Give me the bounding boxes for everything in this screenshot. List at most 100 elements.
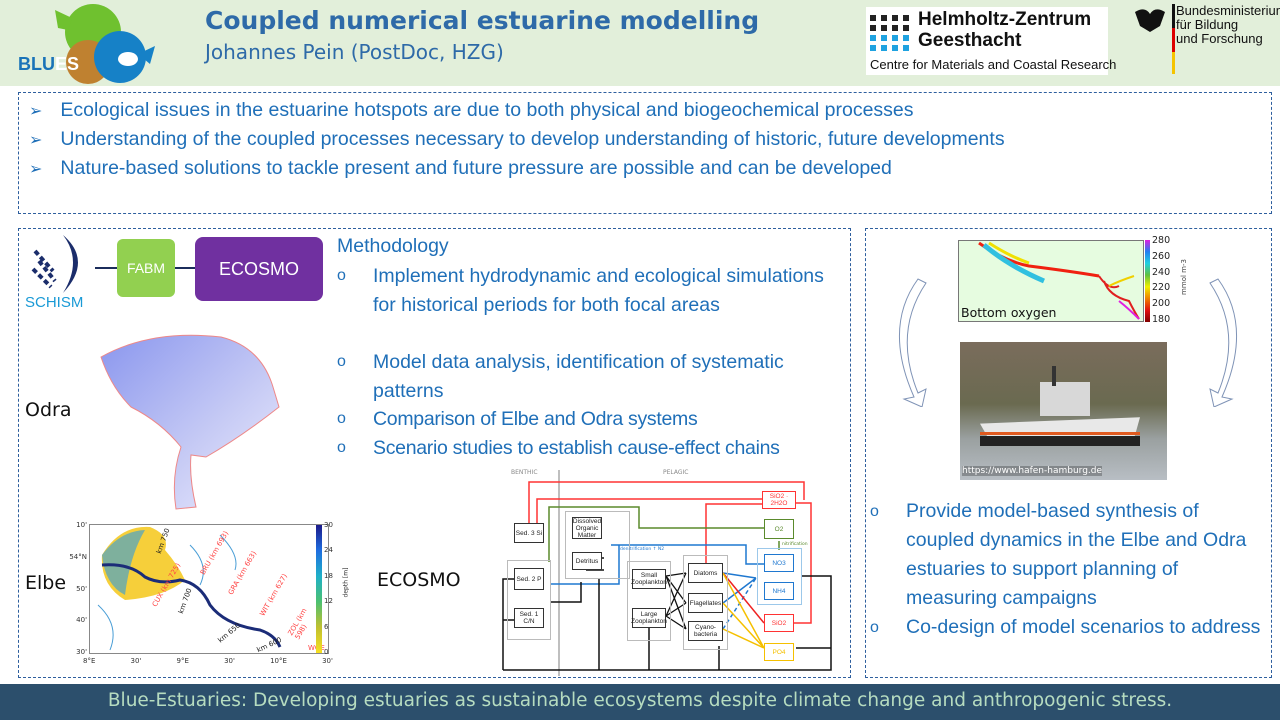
- y-tick: 50': [76, 584, 87, 593]
- y-tick: 40': [76, 616, 87, 625]
- colorbar-tick: 24: [324, 546, 333, 555]
- odra-label: Odra: [25, 399, 72, 421]
- nh4-box: NH4: [764, 582, 794, 600]
- zooplankton-group: [627, 561, 671, 641]
- colorbar-tick: 30: [324, 521, 333, 529]
- x-tick: 30': [130, 657, 142, 665]
- methodology-title: Methodology: [337, 235, 449, 257]
- bmbf-logo-text: Bundesministerium für Bildung und Forsch…: [1176, 4, 1280, 46]
- diatoms-box: Diatoms: [688, 563, 723, 583]
- page-subtitle: Johannes Pein (PostDoc, HZG): [205, 40, 504, 64]
- bottom-oxygen-label: Bottom oxygen: [961, 305, 1057, 320]
- bmbf-line1: Bundesministerium: [1176, 3, 1280, 18]
- colorbar-tick: 6: [324, 622, 329, 631]
- sed2-box: Sed. 2 P: [514, 568, 544, 590]
- colorbar-tick: 0: [324, 647, 329, 656]
- oxygen-unit-label: mmol m-3: [1179, 259, 1188, 295]
- flagellates-box: Flagellates: [688, 593, 723, 613]
- colorbar-tick: 260: [1152, 250, 1171, 262]
- methodology-text: Scenario studies to establish cause-effe…: [373, 437, 780, 459]
- sio2-2h2o-box: SiO2 · 2H2O: [762, 491, 796, 509]
- fabm-box: FABM: [117, 239, 175, 297]
- benthic-label: BENTHIC: [511, 469, 538, 476]
- nitrification-note: nitrification: [782, 542, 808, 547]
- ecosmo-box: ECOSMO: [195, 237, 323, 301]
- phytoplankton-group: [683, 555, 728, 650]
- blues-logo: BLUES: [18, 4, 155, 84]
- schism-logo: SCHISM: [25, 235, 83, 311]
- x-tick: 8°E: [83, 657, 96, 665]
- bmbf-line2: für Bildung: [1176, 17, 1239, 32]
- ship-photo: https://www.hafen-hamburg.de: [960, 342, 1167, 480]
- small-zooplankton-box: Small Zooplankton: [631, 569, 667, 589]
- sio2-box: SiO2: [764, 614, 794, 632]
- x-tick: 30': [322, 657, 333, 665]
- depth-colorbar-ticks: 30 24 18 12 6 0: [324, 521, 333, 656]
- key-point: ➢Ecological issues in the estuarine hots…: [29, 99, 914, 122]
- logo-text: BLUES: [18, 54, 79, 74]
- detritus-box: Detritus: [572, 552, 602, 570]
- denitrification-note: denitrification ↑ N2: [620, 547, 665, 552]
- po4-box: PO4: [764, 643, 794, 661]
- federal-eagle-icon: [1135, 4, 1175, 74]
- sed3-box: Sed. 3 Si: [514, 523, 544, 543]
- colorbar-tick: 280: [1152, 235, 1171, 246]
- key-point-text: Understanding of the coupled processes n…: [60, 128, 1005, 150]
- oxygen-colorbar-ticks: 280 260 240 220 200 180: [1152, 235, 1170, 325]
- elbe-label: Elbe: [25, 572, 67, 594]
- methodology-text: Comparison of Elbe and Odra systems: [373, 408, 698, 430]
- arrow-bullet-icon: ➢: [29, 132, 43, 149]
- colorbar-tick: 240: [1152, 266, 1171, 278]
- page-title: Coupled numerical estuarine modelling: [205, 6, 760, 35]
- bmbf-line3: und Forschung: [1176, 31, 1263, 46]
- key-point-text: Nature-based solutions to tackle present…: [60, 157, 892, 179]
- key-point-text: Ecological issues in the estuarine hotsp…: [60, 99, 914, 121]
- elbe-y-ticks: 10' 54°N 50' 40' 30': [57, 521, 87, 656]
- key-point: ➢Nature-based solutions to tackle presen…: [29, 157, 892, 180]
- x-tick: 30': [224, 657, 235, 665]
- methodology-text: Implement hydrodynamic and ecological si…: [373, 265, 824, 316]
- y-tick: 10': [76, 521, 87, 529]
- depth-colorbar: [316, 525, 322, 653]
- key-point: ➢ Understanding of the coupled processes …: [29, 128, 1005, 151]
- dom-box: Dissolved Organic Matter: [572, 517, 602, 539]
- outcome-text: Co-design of model scenarios to address: [906, 616, 1261, 638]
- large-zooplankton-box: Large Zooplankton: [631, 608, 667, 628]
- colorbar-tick: 12: [324, 597, 333, 606]
- colorbar-label: depth [m]: [342, 567, 350, 598]
- pelagic-label: PELAGIC: [663, 469, 689, 476]
- cyanobacteria-box: Cyano-bacteria: [688, 621, 723, 641]
- footer-banner: Blue-Estuaries: Developing estuaries as …: [0, 684, 1280, 720]
- outcome-text: Provide model-based synthesis of coupled…: [906, 500, 1247, 609]
- sed1-box: Sed. 1 C/N: [514, 608, 544, 628]
- organic-matter-group: [565, 511, 630, 579]
- key-points-box: ➢ Ecological issues in the estuarine hots…: [18, 92, 1272, 214]
- x-tick: 10°E: [270, 657, 287, 665]
- colorbar-tick: 200: [1152, 298, 1171, 310]
- no3-box: NO3: [764, 554, 794, 572]
- hzg-dots-icon: [870, 15, 909, 51]
- colorbar-tick: 180: [1152, 313, 1171, 325]
- sediment-group: [507, 560, 551, 640]
- colorbar-tick: 220: [1152, 282, 1171, 294]
- colorbar-tick: 18: [324, 571, 333, 580]
- y-tick: 54°N: [69, 552, 87, 561]
- oxygen-colorbar: [1145, 240, 1150, 322]
- hzg-tagline: Centre for Materials and Coastal Researc…: [870, 57, 1117, 72]
- slide-header: BLUES Coupled numerical estuarine modell…: [0, 0, 1280, 86]
- elbe-x-ticks: 8°E 30' 9°E 30' 10°E 30': [83, 657, 333, 665]
- nitrogen-group: [757, 548, 802, 605]
- elbe-depth-map: km 750 km 700 km 650 km 600 CUX (km 725)…: [89, 524, 329, 654]
- odra-model-grid-map: [100, 334, 280, 510]
- cycle-arrows-icon: [899, 278, 1237, 407]
- ecosmo-diagram-label: ECOSMO: [377, 569, 461, 591]
- y-tick: 30': [76, 648, 87, 656]
- bottom-oxygen-map: Bottom oxygen: [958, 240, 1144, 322]
- x-tick: 9°E: [176, 657, 189, 665]
